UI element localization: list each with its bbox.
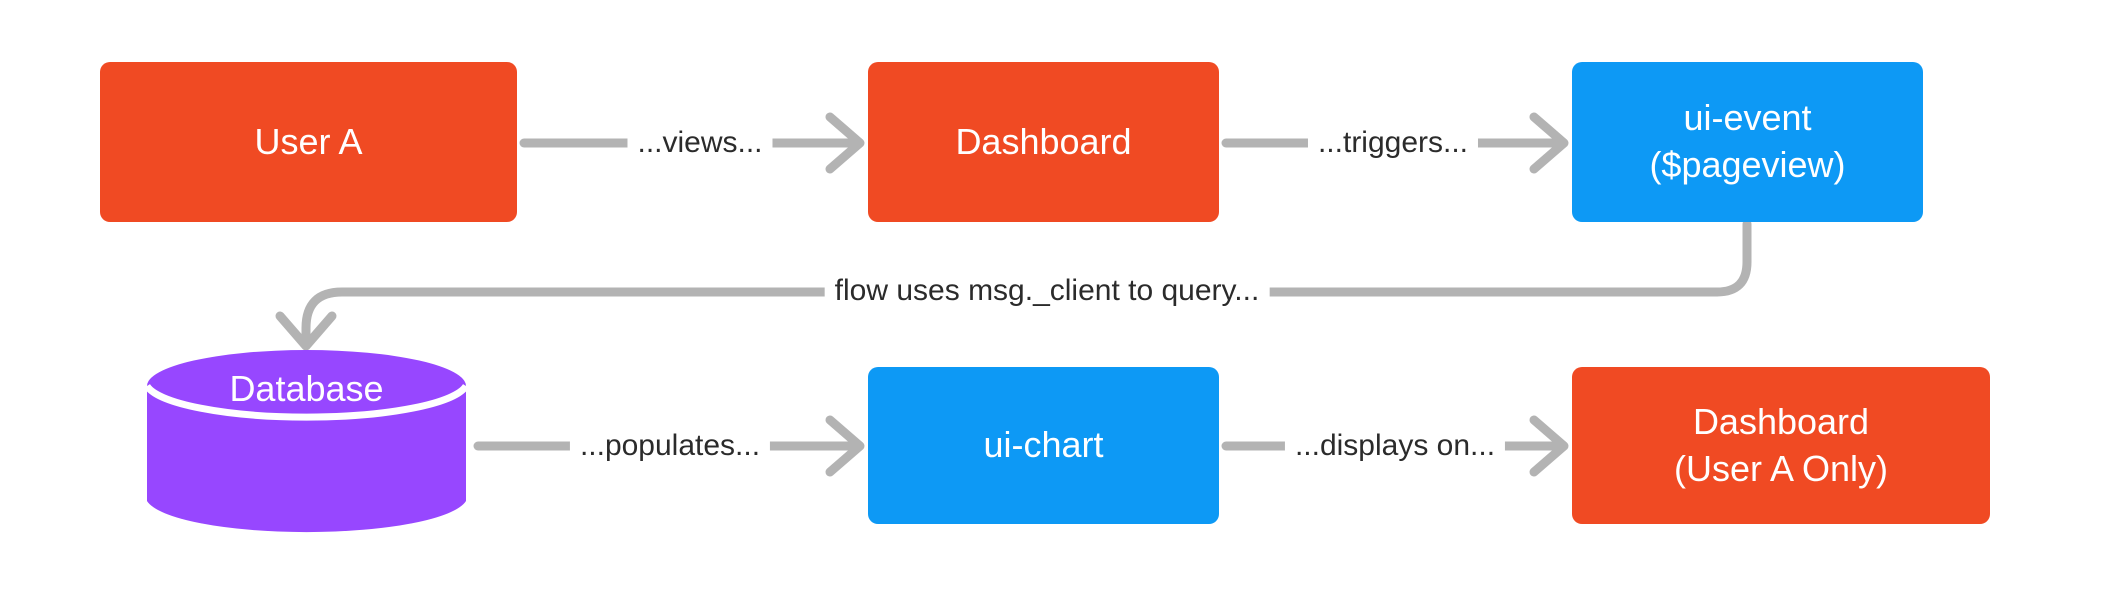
- edge-dashboard-triggers-event: [1221, 112, 1569, 174]
- edge-label-views: ...views...: [627, 126, 773, 160]
- node-ui-event-label: ui-event: [1683, 97, 1812, 139]
- node-user-a-label: User A: [254, 120, 363, 162]
- database-cylinder-icon: [144, 350, 469, 533]
- edge-label-populates: ...populates...: [569, 429, 771, 463]
- node-ui-event-sublabel: ($pageview): [1649, 144, 1846, 185]
- node-dashboard-bottom[interactable]: Dashboard (User A Only): [1572, 367, 1990, 524]
- edge-event-queries-database: [275, 219, 1752, 351]
- node-dashboard-top-label: Dashboard: [955, 120, 1132, 162]
- node-database-label: Database: [229, 368, 384, 409]
- edge-label-displays-on: ...displays on...: [1284, 429, 1506, 463]
- node-ui-chart-label: ui-chart: [983, 424, 1104, 466]
- node-dashboard-top[interactable]: Dashboard: [868, 62, 1219, 222]
- edge-label-triggers: ...triggers...: [1307, 126, 1479, 160]
- edge-label-flow-query: flow uses msg._client to query...: [824, 274, 1270, 308]
- edge-user-views-dashboard: [519, 112, 865, 174]
- node-ui-chart[interactable]: ui-chart: [868, 367, 1219, 524]
- node-user-a[interactable]: User A: [100, 62, 517, 222]
- node-ui-event[interactable]: ui-event ($pageview): [1572, 62, 1923, 222]
- node-dashboard-bottom-label: Dashboard: [1692, 400, 1870, 442]
- node-dashboard-bottom-sublabel: (User A Only): [1673, 447, 1889, 489]
- node-database[interactable]: Database: [144, 350, 469, 537]
